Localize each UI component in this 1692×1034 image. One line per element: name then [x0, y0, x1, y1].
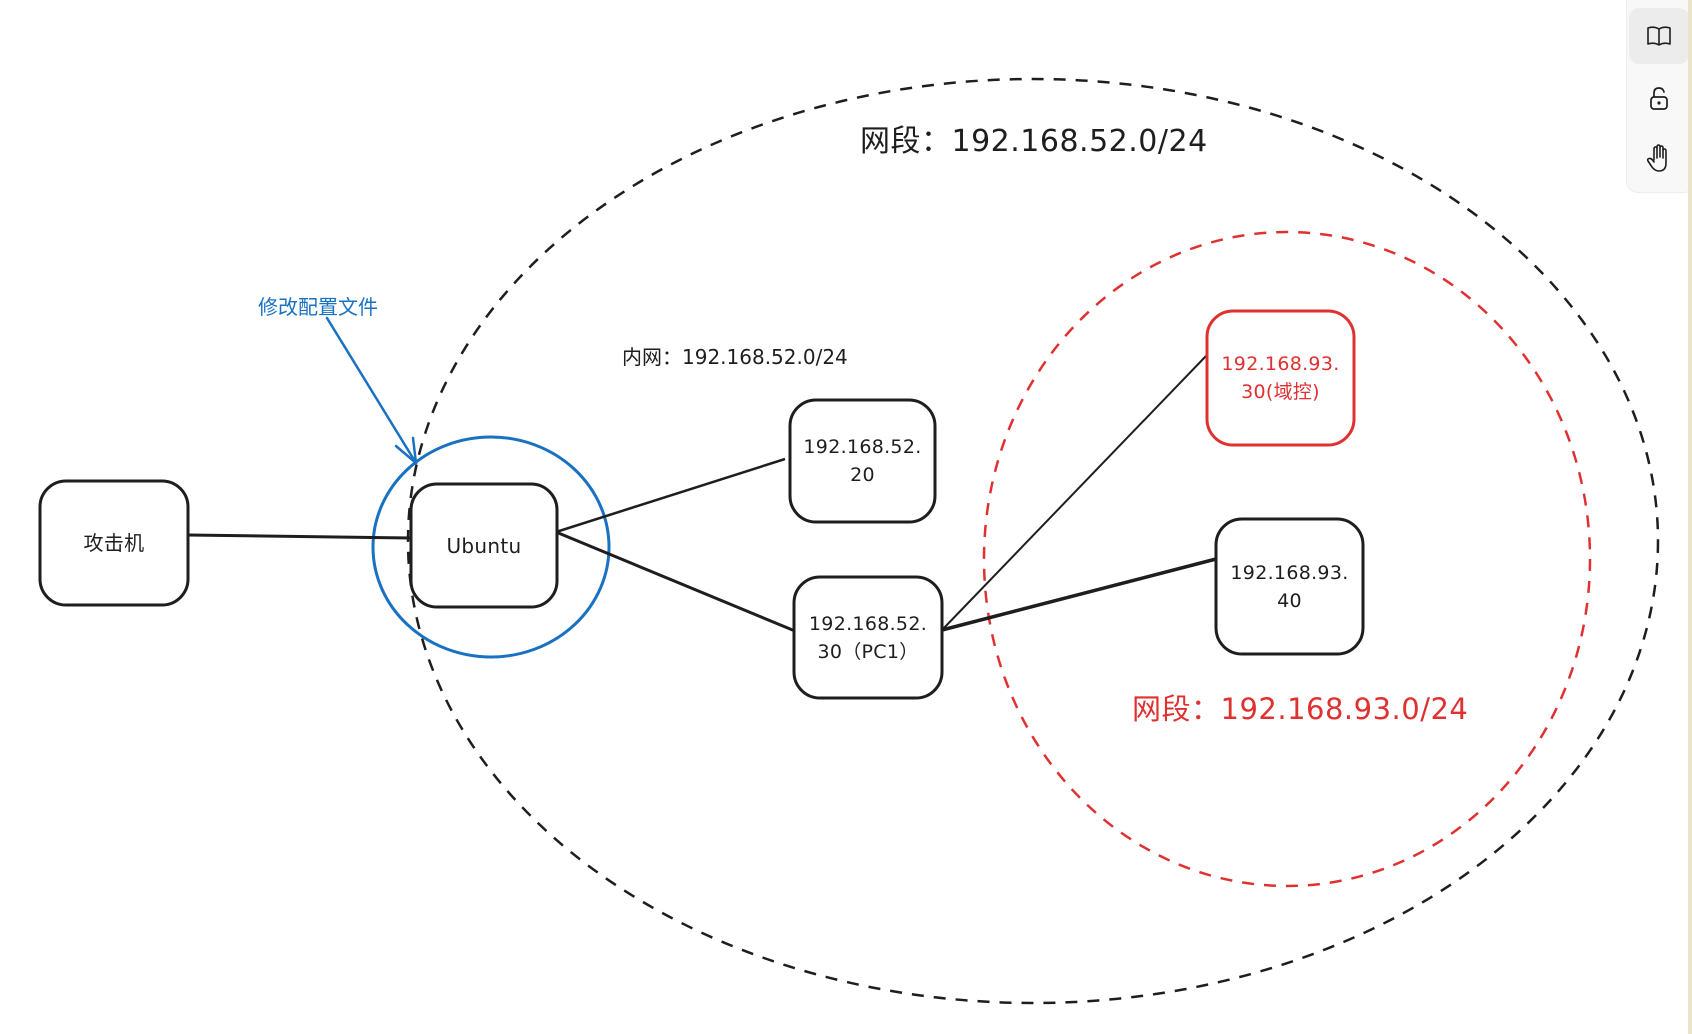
node-dc-label: 192.168.93. 30(域控) — [1221, 353, 1340, 403]
segment-93-boundary[interactable] — [982, 230, 1592, 888]
annotation-label: 修改配置文件 — [258, 295, 378, 319]
edge-attacker-ubuntu[interactable] — [187, 533, 412, 540]
edge-ubuntu-52-20[interactable] — [555, 457, 786, 534]
node-dc-box[interactable] — [1205, 309, 1356, 447]
edge-ubuntu-pc1[interactable] — [555, 530, 796, 633]
node-93-40: 192.168.93. 40 — [1216, 519, 1363, 654]
node-pc1-box[interactable] — [792, 575, 944, 700]
edge-pc1-93-40[interactable] — [941, 557, 1217, 632]
node-52-20: 192.168.52. 20 — [790, 400, 935, 522]
node-ubuntu: Ubuntu — [411, 484, 557, 607]
segment-93-label: 网段：192.168.93.0/24 — [1132, 692, 1469, 726]
edge-pc1-dc[interactable] — [941, 355, 1207, 631]
node-ubuntu-label: Ubuntu — [446, 533, 522, 558]
hand-button[interactable] — [1629, 131, 1689, 187]
hand-icon — [1646, 144, 1667, 172]
segment-52-label: 网段：192.168.52.0/24 — [860, 124, 1208, 159]
library-button[interactable] — [1629, 8, 1689, 64]
segment-52-boundary[interactable] — [406, 77, 1660, 1005]
node-93-40-label: 192.168.93. 40 — [1230, 561, 1349, 612]
node-93-40-box[interactable] — [1214, 517, 1365, 656]
node-attacker-label: 攻击机 — [83, 531, 145, 555]
unlock-icon — [1650, 87, 1668, 110]
window-edge — [1688, 0, 1692, 1034]
lock-button[interactable] — [1629, 71, 1689, 127]
annotation-arrow[interactable] — [325, 316, 418, 465]
node-52-20-label: 192.168.52. 20 — [803, 436, 922, 486]
node-attacker: 攻击机 — [40, 481, 188, 605]
node-dc: 192.168.93. 30(域控) — [1207, 311, 1354, 445]
node-pc1: 192.168.52. 30（PC1） — [794, 577, 942, 698]
node-attacker-box[interactable] — [38, 479, 190, 607]
node-52-20-box[interactable] — [788, 398, 937, 524]
node-pc1-label: 192.168.52. 30（PC1） — [808, 612, 928, 663]
book-icon — [1647, 26, 1671, 46]
node-ubuntu-box[interactable] — [409, 482, 559, 609]
ubuntu-highlight-circle[interactable] — [371, 435, 611, 659]
intranet-label: 内网：192.168.52.0/24 — [622, 345, 848, 369]
